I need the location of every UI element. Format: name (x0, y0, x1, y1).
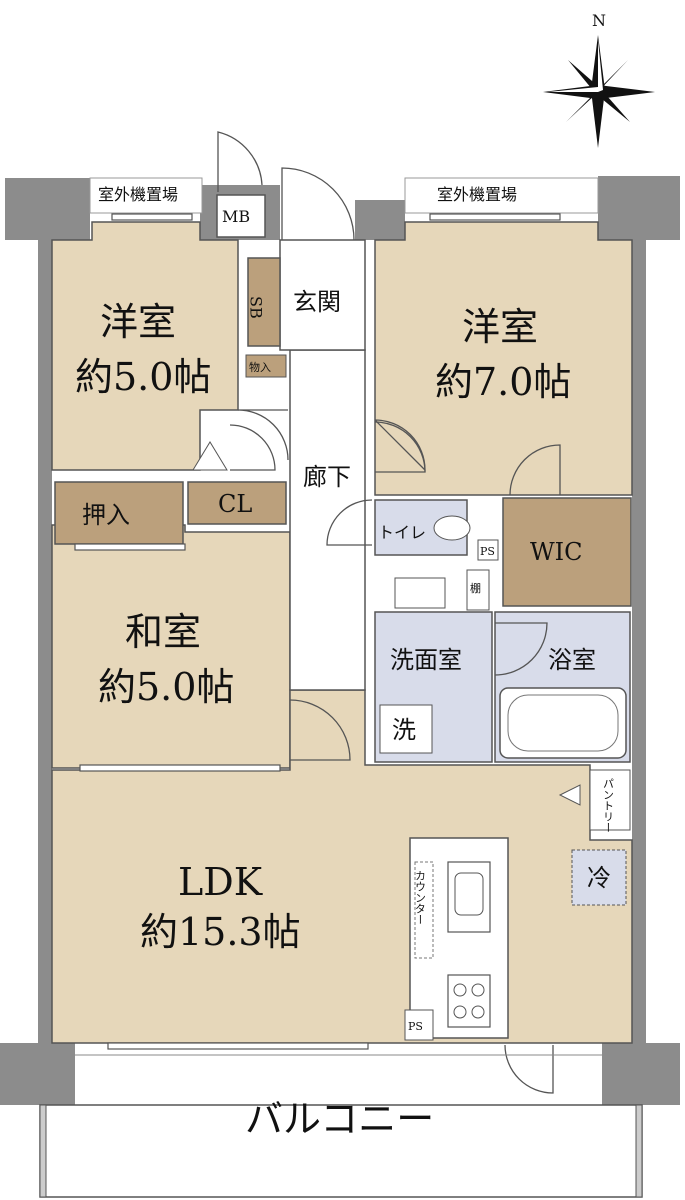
shoe-box-label: SB (247, 296, 266, 319)
outdoor-unit-space-left (89, 177, 203, 214)
meter-box (216, 194, 266, 238)
washroom-label: 洗面室 (390, 646, 462, 674)
sink-basin (454, 872, 484, 916)
storage-label: 物入 (249, 360, 271, 374)
oshiire-label: 押入 (82, 501, 130, 529)
shelf (466, 569, 490, 611)
bathroom-label: 浴室 (548, 646, 596, 674)
counter-top (414, 861, 434, 959)
door-swings (217, 131, 561, 1094)
shoe-box (247, 257, 281, 347)
entrance-label: 玄関 (293, 288, 341, 316)
ps-label-toilet: PS (480, 545, 495, 558)
wic-label: WIC (530, 538, 583, 566)
ps-label-kitchen: PS (408, 1020, 423, 1033)
pantry-arrow-icon (558, 784, 581, 806)
stove-icon (447, 974, 491, 1028)
ldk-name: LDK (178, 860, 263, 904)
counter-label: カウンター (414, 870, 427, 925)
door-marker-icon (192, 441, 228, 471)
toilet-icon (433, 515, 471, 541)
shelf-label: 棚 (470, 581, 481, 595)
exterior-walls (0, 176, 680, 1105)
western-room-2 (374, 221, 633, 496)
washer-space (379, 704, 433, 754)
hallway-floor (289, 349, 366, 691)
japanese-room-size: 約5.0帖 (98, 665, 234, 709)
balcony-area (39, 1104, 643, 1198)
windows (74, 213, 561, 1050)
cl-label: CL (218, 490, 252, 518)
ldk-size: 約15.3帖 (140, 910, 301, 954)
storage-closet (245, 354, 287, 378)
outdoor-unit-space-right (404, 177, 599, 214)
fridge-label: 冷 (587, 864, 611, 892)
balcony-label: バルコニー (245, 1097, 434, 1141)
compass-rose-icon (543, 35, 655, 148)
ps-box-kitchen (404, 1009, 434, 1041)
entrance-floor (279, 239, 366, 351)
outdoor-unit-label-left: 室外機置場 (98, 185, 178, 204)
ps-box-toilet (477, 539, 499, 561)
japanese-room-name: 和室 (125, 610, 201, 654)
wic-closet (502, 497, 632, 607)
western-room-2-size: 約7.0帖 (435, 360, 571, 404)
western-room-1-name: 洋室 (100, 300, 176, 344)
western-room-2-name: 洋室 (462, 305, 538, 349)
meter-box-label: MB (222, 207, 250, 226)
oshiire-closet (54, 481, 184, 545)
wash-basin-icon (394, 577, 446, 609)
washer-label: 洗 (392, 716, 416, 744)
outdoor-unit-label-right: 室外機置場 (437, 185, 517, 204)
compass-north-label: N (592, 11, 606, 30)
hallway-label: 廊下 (303, 463, 351, 491)
western-room-1 (51, 221, 239, 471)
toilet-label: トイレ (378, 523, 426, 542)
pantry-label: パントリー (602, 778, 615, 833)
fridge-space (571, 849, 627, 906)
cl-closet (187, 481, 287, 525)
pantry-space (589, 769, 631, 831)
western-room-1-size: 約5.0帖 (75, 355, 211, 399)
bathtub-inner (507, 694, 619, 752)
